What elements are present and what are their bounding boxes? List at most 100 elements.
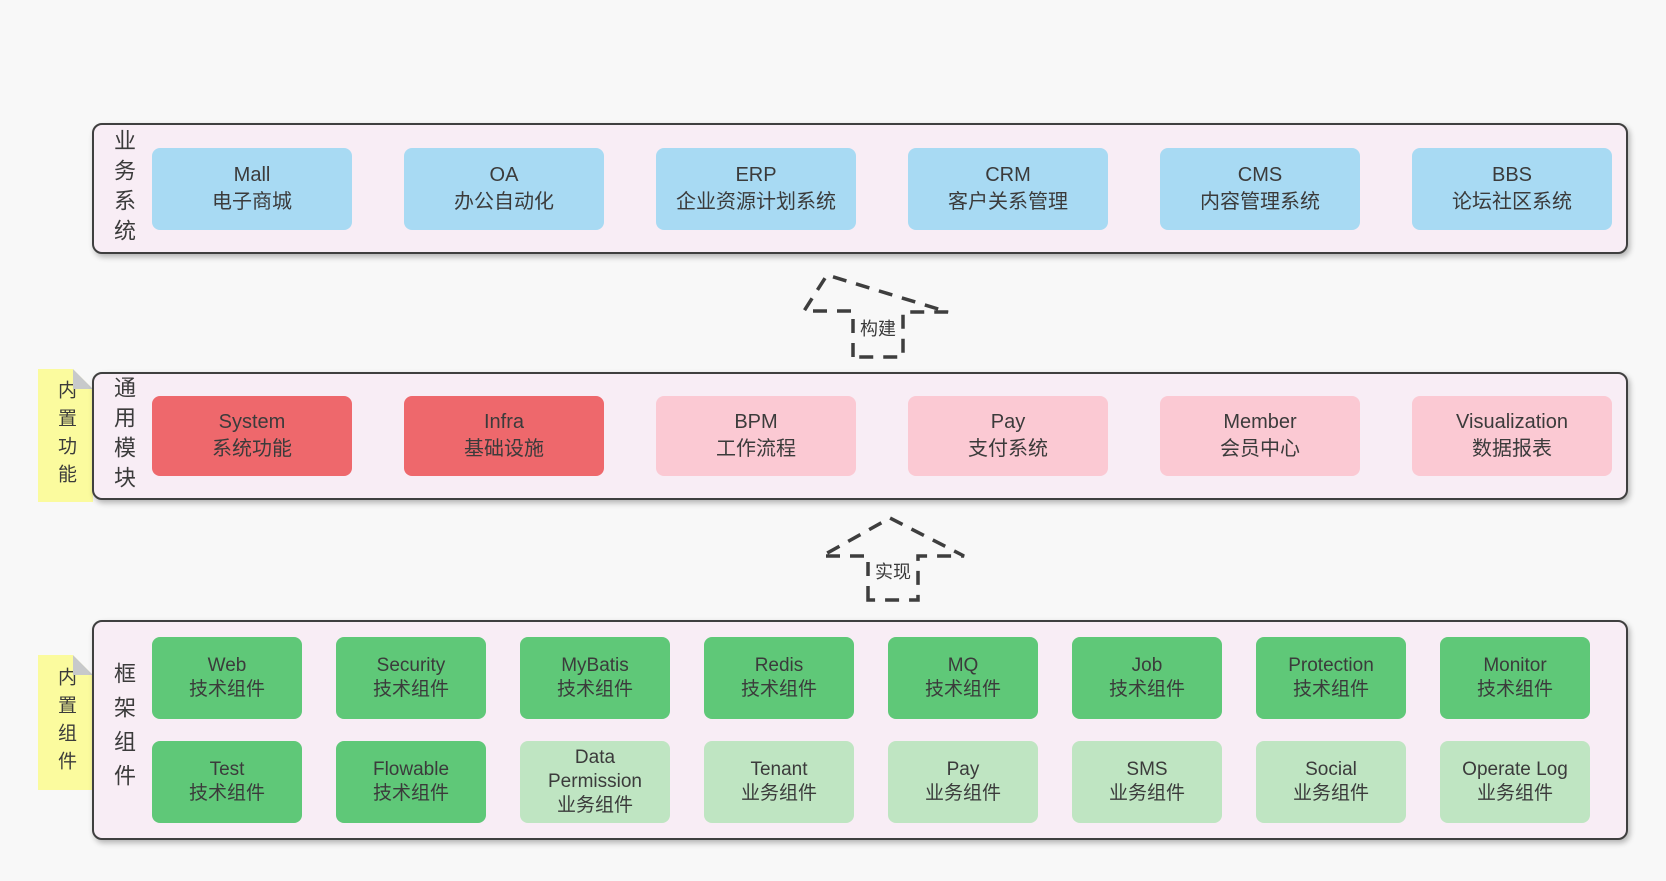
box-operate-log: Operate Log 业务组件	[1440, 741, 1590, 823]
box-security: Security 技术组件	[336, 637, 486, 719]
module-box-row: System 系统功能 Infra 基础设施 BPM 工作流程 Pay 支付系统…	[152, 396, 1626, 476]
arrow-implement: 实现	[818, 514, 968, 604]
box-title: Mall	[233, 163, 271, 186]
box-title: OA	[489, 163, 519, 186]
box-title: Pay	[990, 411, 1026, 433]
arrow-build: 构建	[801, 271, 951, 361]
box-title: MQ	[947, 655, 979, 676]
layer-label-column: 框架组件	[94, 622, 152, 838]
box-data-permission: Data Permission 业务组件	[520, 741, 670, 823]
box-system: System 系统功能	[152, 396, 352, 476]
business-box-row: Mall 电子商城 OA 办公自动化 ERP 企业资源计划系统 CRM 客户关系…	[152, 147, 1626, 230]
box-pay-business: Pay 业务组件	[888, 741, 1038, 823]
box-subtitle: 技术组件	[1292, 679, 1369, 700]
box-subtitle: 技术组件	[924, 679, 1001, 700]
layer-label-business: 业务系统	[111, 128, 136, 249]
box-title: Tenant	[750, 759, 808, 780]
box-oa: OA 办公自动化	[404, 147, 604, 230]
box-subtitle: 办公自动化	[454, 190, 554, 213]
box-subtitle: 技术组件	[740, 679, 817, 700]
layer-framework-components: 框架组件 Web 技术组件 Security 技术组件 MyBatis 技术组件…	[92, 620, 1628, 840]
layer-label-modules: 通用模块	[111, 376, 136, 496]
box-monitor: Monitor 技术组件	[1440, 637, 1590, 719]
note-builtin-features: 内置功能	[38, 369, 93, 502]
box-title: ERP	[735, 163, 777, 186]
layer-business-systems: 业务系统 Mall 电子商城 OA 办公自动化 ERP 企业资源计划系统 CRM…	[92, 123, 1628, 254]
box-subtitle: 数据报表	[1472, 438, 1552, 460]
box-test: Test 技术组件	[152, 741, 302, 823]
component-box-grid: Web 技术组件 Security 技术组件 MyBatis 技术组件 Redi…	[152, 637, 1626, 823]
up-arrow-icon	[801, 272, 949, 359]
layer-label-column: 通用模块	[94, 374, 152, 498]
box-job: Job 技术组件	[1072, 637, 1222, 719]
box-web: Web 技术组件	[152, 637, 302, 719]
box-pay: Pay 支付系统	[908, 396, 1108, 476]
box-title: Job	[1131, 655, 1163, 676]
box-subtitle: 支付系统	[968, 438, 1048, 460]
box-title: Operate Log	[1462, 759, 1568, 780]
arrow-implement-label: 实现	[872, 558, 914, 584]
box-visualization: Visualization 数据报表	[1412, 396, 1612, 476]
box-title: Flowable	[372, 759, 450, 780]
box-title: MyBatis	[561, 655, 629, 676]
box-subtitle: 业务组件	[924, 783, 1001, 804]
layer-label-column: 业务系统	[94, 125, 152, 252]
box-cms: CMS 内容管理系统	[1160, 147, 1360, 230]
box-title: Test	[209, 759, 245, 780]
box-subtitle: 基础设施	[464, 438, 544, 460]
note-builtin-components: 内置组件	[38, 655, 93, 790]
box-subtitle: 业务组件	[1476, 783, 1553, 804]
box-subtitle: 论坛社区系统	[1452, 190, 1572, 213]
up-arrow-icon	[818, 516, 965, 602]
box-sms: SMS 业务组件	[1072, 741, 1222, 823]
box-subtitle: 技术组件	[188, 679, 265, 700]
box-subtitle: 工作流程	[716, 438, 796, 460]
box-subtitle: 电子商城	[212, 190, 292, 213]
box-title: BBS	[1491, 163, 1533, 186]
box-social: Social 业务组件	[1256, 741, 1406, 823]
box-subtitle: 技术组件	[372, 783, 449, 804]
box-title: Protection	[1288, 655, 1374, 676]
box-subtitle: 业务组件	[740, 783, 817, 804]
box-title: Visualization	[1456, 411, 1568, 433]
box-tenant: Tenant 业务组件	[704, 741, 854, 823]
box-subtitle: 技术组件	[372, 679, 449, 700]
box-member: Member 会员中心	[1160, 396, 1360, 476]
box-title: CRM	[985, 163, 1031, 186]
box-title: BPM	[734, 411, 778, 433]
box-mybatis: MyBatis 技术组件	[520, 637, 670, 719]
box-subtitle: 业务组件	[556, 795, 633, 816]
box-title: Redis	[754, 655, 804, 676]
box-title: Infra	[483, 411, 525, 433]
box-protection: Protection 技术组件	[1256, 637, 1406, 719]
layer-label-components: 框架组件	[111, 662, 136, 798]
box-flowable: Flowable 技术组件	[336, 741, 486, 823]
layer-common-modules: 通用模块 System 系统功能 Infra 基础设施 BPM 工作流程 Pay…	[92, 372, 1628, 500]
folded-corner-icon	[73, 655, 93, 675]
note-text: 内置组件	[55, 666, 76, 779]
box-subtitle: 会员中心	[1220, 438, 1300, 460]
box-infra: Infra 基础设施	[404, 396, 604, 476]
box-subtitle: 技术组件	[188, 783, 265, 804]
box-bpm: BPM 工作流程	[656, 396, 856, 476]
box-title: Social	[1305, 759, 1357, 780]
note-text: 内置功能	[55, 379, 76, 492]
box-subtitle: 技术组件	[1108, 679, 1185, 700]
box-subtitle: 客户关系管理	[948, 190, 1068, 213]
box-subtitle: 技术组件	[1476, 679, 1553, 700]
box-subtitle: 技术组件	[556, 679, 633, 700]
box-subtitle: 业务组件	[1108, 783, 1185, 804]
box-crm: CRM 客户关系管理	[908, 147, 1108, 230]
box-redis: Redis 技术组件	[704, 637, 854, 719]
box-title: Pay	[946, 759, 980, 780]
folded-corner-icon	[73, 369, 93, 389]
box-mall: Mall 电子商城	[152, 147, 352, 230]
box-bbs: BBS 论坛社区系统	[1412, 147, 1612, 230]
box-title: Web	[207, 655, 247, 676]
box-title: System	[218, 411, 286, 433]
box-subtitle: 企业资源计划系统	[676, 190, 836, 213]
box-title: Monitor	[1483, 655, 1547, 676]
arrow-build-label: 构建	[857, 315, 899, 341]
box-subtitle: 内容管理系统	[1200, 190, 1320, 213]
